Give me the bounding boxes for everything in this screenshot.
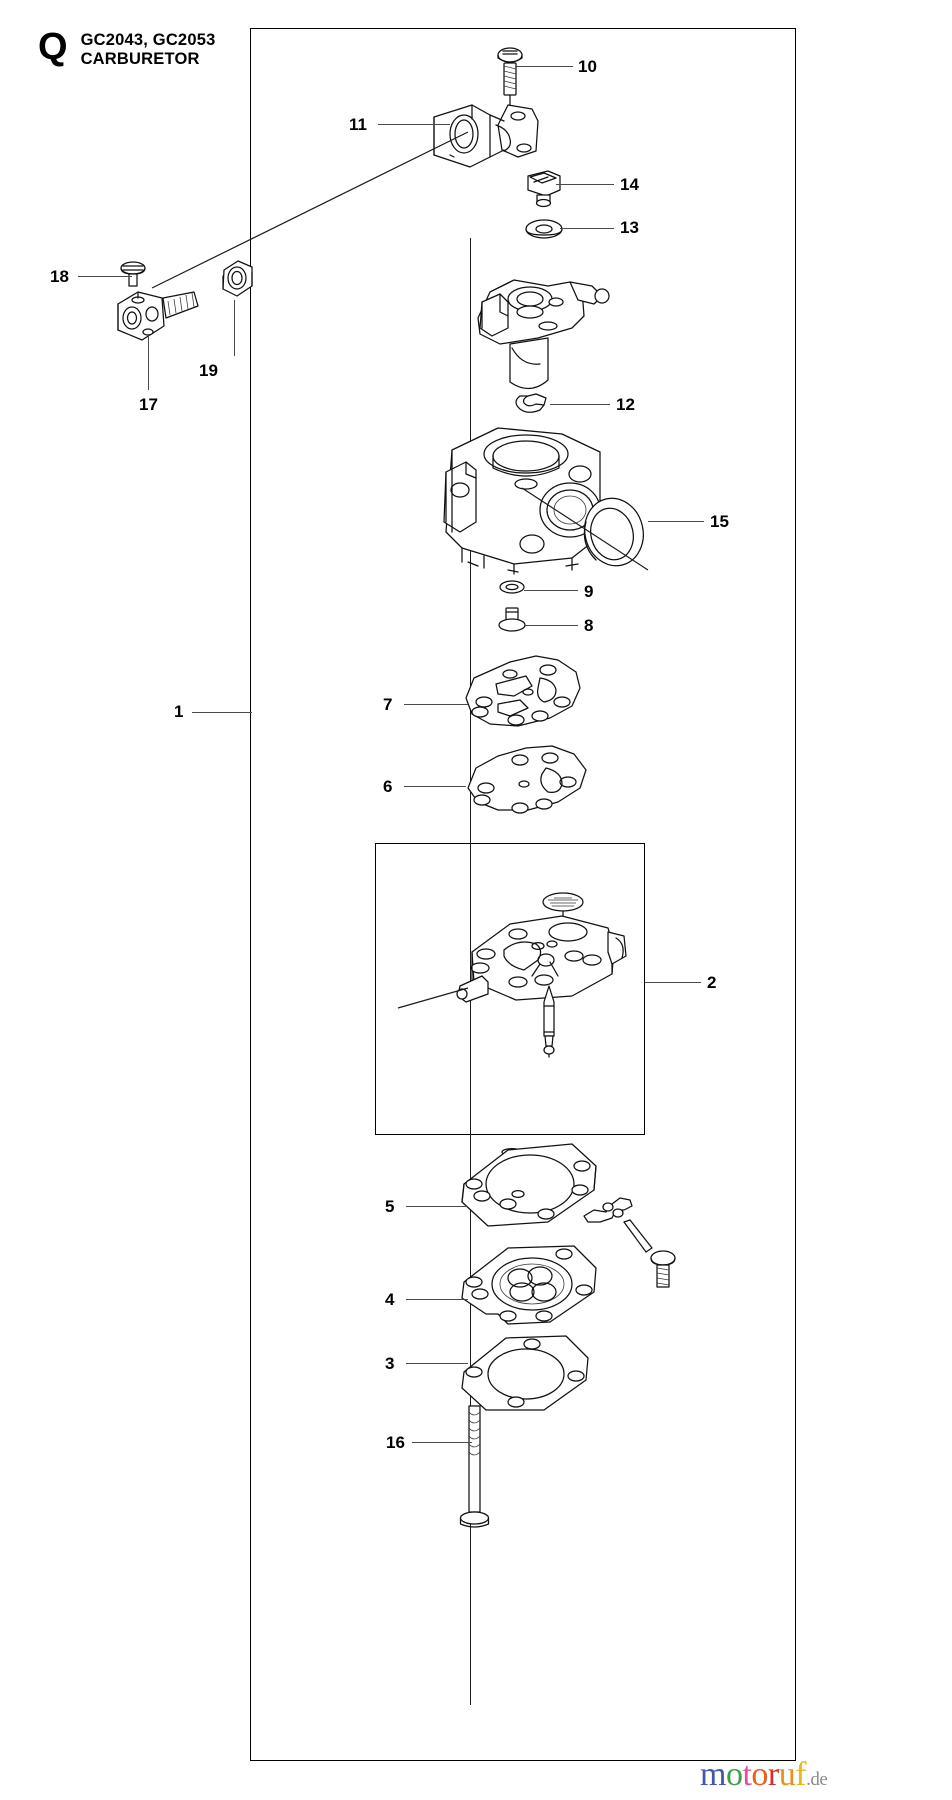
part-18-small-screw <box>120 261 146 287</box>
callout-9: 9 <box>584 582 594 601</box>
watermark-letter-m: m <box>700 1756 726 1793</box>
leader-5 <box>406 1206 468 1208</box>
callout-19: 19 <box>199 361 218 380</box>
leader-18 <box>78 276 132 278</box>
callout-13: 13 <box>620 218 639 237</box>
callout-17: 17 <box>139 395 158 414</box>
part-2-pivot-pin <box>623 1219 653 1253</box>
callout-7: 7 <box>383 695 393 714</box>
part-2-needle-valve <box>543 985 555 1058</box>
leader-14 <box>556 184 614 186</box>
callout-3: 3 <box>385 1354 395 1373</box>
leader-15 <box>648 521 704 523</box>
leader-3 <box>406 1363 468 1365</box>
assembly-axis-mid <box>470 610 472 1150</box>
callout-6: 6 <box>383 777 393 796</box>
part-19-hex-nut <box>222 260 253 297</box>
leader-metering-cover-pointer <box>397 987 469 1009</box>
watermark-letter-t: t <box>742 1756 752 1793</box>
part-8-welch-plug <box>498 607 526 632</box>
leader-4 <box>406 1299 468 1301</box>
watermark-letter-u: u <box>778 1756 796 1793</box>
leader-10 <box>515 66 573 68</box>
diagram-header: Q GC2043, GC2053 CARBURETOR <box>38 28 215 69</box>
watermark-suffix: .de <box>806 1769 828 1790</box>
leader-6 <box>404 786 466 788</box>
leader-13 <box>560 228 614 230</box>
part-14-adjustment-screw <box>527 170 561 208</box>
throttle-shaft-body <box>477 279 610 390</box>
part-3-insulator-gasket <box>461 1335 589 1411</box>
leader-11 <box>378 124 450 126</box>
watermark-letter-o2: o <box>751 1756 768 1793</box>
leader-19 <box>234 300 236 356</box>
callout-10: 10 <box>578 57 597 76</box>
watermark: motoruf.de <box>700 1756 828 1797</box>
callout-12: 12 <box>616 395 635 414</box>
diagram-frame <box>250 28 796 1761</box>
part-2-metering-lever <box>583 1197 633 1223</box>
leader-9 <box>524 590 578 592</box>
leader-8 <box>524 625 578 627</box>
callout-1: 1 <box>174 702 184 721</box>
leader-7 <box>404 704 468 706</box>
leader-12 <box>550 404 610 406</box>
part-10-screw <box>497 47 523 107</box>
sub-assembly-frame <box>375 843 645 1135</box>
part-5-gasket <box>461 1143 597 1227</box>
leader-body-to-oring <box>521 487 649 571</box>
title-block: GC2043, GC2053 CARBURETOR <box>81 28 216 69</box>
callout-16: 16 <box>386 1433 405 1452</box>
leader-2 <box>645 982 701 984</box>
part-2-lever-screw <box>650 1250 676 1288</box>
leader-16 <box>412 1442 472 1444</box>
watermark-letter-r: r <box>767 1756 779 1793</box>
carburetor-body <box>443 427 601 575</box>
callout-4: 4 <box>385 1290 395 1309</box>
assembly-name: CARBURETOR <box>80 50 200 68</box>
part-17-fuel-fitting <box>117 291 199 341</box>
assembly-axis-upper <box>470 238 472 610</box>
part-4-metering-diaphragm <box>461 1245 597 1325</box>
callout-8: 8 <box>584 616 594 635</box>
part-15-o-ring <box>583 497 644 567</box>
part-11-throttle-bracket <box>433 104 539 168</box>
watermark-letter-o1: o <box>725 1756 743 1793</box>
callout-18: 18 <box>50 267 69 286</box>
callout-15: 15 <box>710 512 729 531</box>
callout-5: 5 <box>385 1197 395 1216</box>
part-9-washer <box>499 580 525 594</box>
callout-2: 2 <box>707 973 717 992</box>
leader-17 <box>148 334 150 390</box>
part-13-washer <box>525 219 563 239</box>
callout-14: 14 <box>620 175 639 194</box>
leader-11-to-fitting <box>151 131 469 289</box>
callout-11: 11 <box>349 115 367 134</box>
part-12-retaining-clip <box>515 393 547 413</box>
model-numbers: GC2043, GC2053 <box>80 31 216 49</box>
part-16-long-bolt <box>459 1405 490 1528</box>
part-7-gasket <box>465 655 581 727</box>
leader-1 <box>192 712 252 714</box>
part-6-pump-diaphragm <box>467 745 587 814</box>
part-2-metering-cover <box>456 892 627 1003</box>
watermark-letter-f: f <box>795 1756 807 1793</box>
section-letter: Q <box>38 26 68 68</box>
